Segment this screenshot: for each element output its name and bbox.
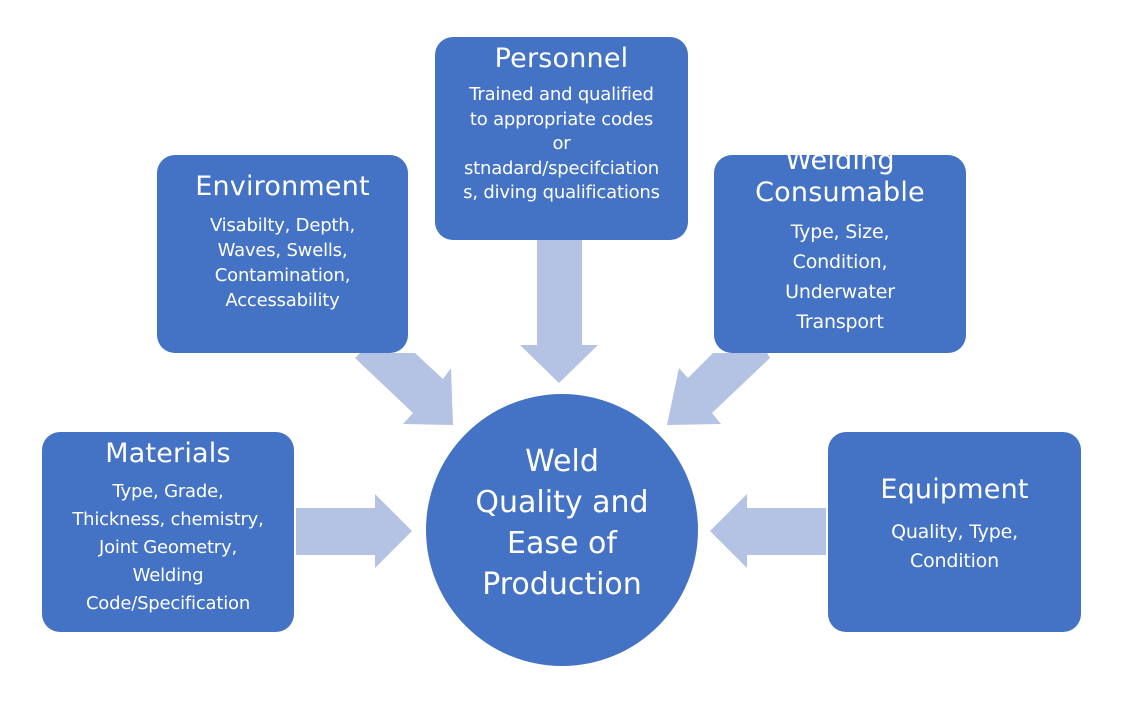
arrow-environment-to-hub — [355, 353, 453, 425]
environment-title: Environment — [195, 171, 370, 202]
equipment-description: Quality, Type, Condition — [891, 521, 1018, 572]
personnel-box: Personnel Trained and qualified to appro… — [435, 37, 688, 240]
welding-consumable-description: Type, Size, Condition, Underwater Transp… — [785, 221, 895, 333]
arrow-materials-to-hub — [296, 494, 412, 568]
equipment-title: Equipment — [880, 474, 1029, 505]
arrow-consumable-to-hub — [667, 353, 770, 425]
personnel-title: Personnel — [494, 43, 629, 74]
environment-description: Visabilty, Depth, Waves, Swells, Contami… — [209, 215, 356, 311]
equipment-box: Equipment Quality, Type, Condition — [828, 432, 1081, 632]
materials-box: Materials Type, Grade, Thickness, chemis… — [42, 432, 294, 632]
environment-box: Environment Visabilty, Depth, Waves, Swe… — [157, 155, 408, 353]
hub-circle: Weld Quality and Ease of Production — [426, 394, 698, 666]
welding-consumable-title: Welding Consumable — [755, 155, 925, 208]
materials-description: Type, Grade, Thickness, chemistry, Joint… — [72, 481, 264, 614]
welding-consumable-box: Welding Consumable Type, Size, Condition… — [714, 155, 966, 353]
hub-label: Weld Quality and Ease of Production — [475, 444, 649, 602]
arrow-personnel-to-hub — [520, 240, 598, 383]
materials-title: Materials — [105, 438, 231, 469]
arrow-equipment-to-hub — [710, 494, 826, 568]
personnel-description: Trained and qualified to appropriate cod… — [463, 84, 660, 203]
